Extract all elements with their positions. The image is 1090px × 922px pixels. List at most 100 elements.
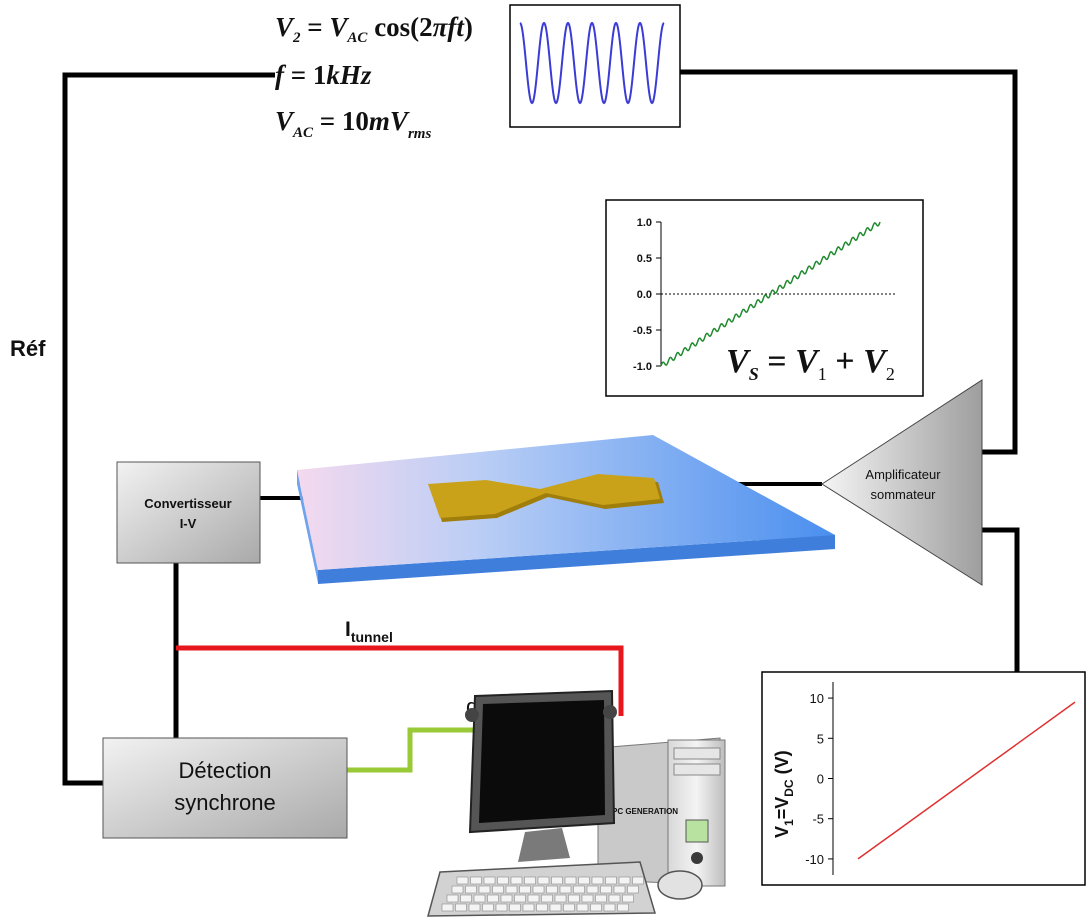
sine-wave xyxy=(519,21,665,105)
keyboard-keys xyxy=(441,876,644,912)
keyboard-key xyxy=(497,876,509,885)
svg-text:V2 = VAC cos(2πft): V2 = VAC cos(2πft) xyxy=(275,12,473,46)
eq-v2-lhs-sub: 2 xyxy=(292,30,301,46)
keyboard-key xyxy=(532,885,545,894)
tower-bay-2 xyxy=(673,763,721,776)
eq-v2-rhs: V xyxy=(329,12,349,42)
keyboard-key xyxy=(465,885,477,894)
oscillator-to-amplifier-wire xyxy=(680,69,1018,455)
eq-vac-eq: = 10 xyxy=(313,106,369,136)
speaker-left-icon xyxy=(465,708,479,722)
speaker-right-icon xyxy=(603,705,617,719)
eq-vs-a: V xyxy=(795,343,820,380)
keyboard-key xyxy=(482,903,494,912)
monitor-stand xyxy=(518,828,570,862)
gold-junction xyxy=(428,474,664,522)
keyboard-key xyxy=(590,903,602,912)
keyboard-key xyxy=(613,885,626,894)
eq-f-eq: = 1 xyxy=(284,60,326,90)
keyboard-key xyxy=(605,876,617,885)
equation-vs: VS = V1 + V2 xyxy=(726,343,895,384)
detection-box: Détection synchrone xyxy=(102,737,348,839)
keyboard-key xyxy=(537,876,550,885)
vdc-chart-tick-label: 10 xyxy=(810,691,824,706)
computer: PC GENERATION xyxy=(427,689,726,917)
eq-v2-func: cos(2 xyxy=(367,12,432,42)
keyboard-key xyxy=(441,903,454,912)
keyboard-key xyxy=(600,885,612,894)
itunnel-wire xyxy=(176,645,624,716)
vdc-chart-tick-label: 0 xyxy=(817,772,824,787)
keyboard-key xyxy=(446,894,459,903)
eq-v2-rhs-sub: AC xyxy=(346,30,368,46)
eq-vs-lhs-sub: S xyxy=(749,364,759,384)
keyboard xyxy=(427,861,656,917)
keyboard-key xyxy=(478,885,491,894)
keyboard-key xyxy=(451,885,464,894)
vs-chart-panel: 1.00.50.0-0.5-1.0 VS = V1 + V2 xyxy=(605,199,924,397)
oscillator-panel xyxy=(509,4,681,128)
keyboard-key xyxy=(522,903,535,912)
keyboard-key xyxy=(578,876,590,885)
eq-vs-plus: + xyxy=(827,343,863,380)
keyboard-key xyxy=(500,894,513,903)
keyboard-key xyxy=(487,894,499,903)
keyboard-key xyxy=(456,876,469,885)
svg-text:f = 1kHz: f = 1kHz xyxy=(275,60,372,90)
keyboard-key xyxy=(554,894,567,903)
keyboard-key xyxy=(460,894,472,903)
vs-chart-y-ticks: 1.00.50.0-0.5-1.0 xyxy=(633,217,661,373)
vdc-chart-y-ticks: 10 5 0 -5 -10 xyxy=(805,691,833,867)
converter-label-line2: I-V xyxy=(180,516,197,531)
keyboard-key xyxy=(470,876,482,885)
eq-vac-unit-sub: rms xyxy=(408,126,432,142)
vs-chart-tick-label: -0.5 xyxy=(633,325,652,337)
substrate xyxy=(297,435,835,584)
vdc-chart-tick-label: -5 xyxy=(812,812,824,827)
itunnel-label: Itunnel xyxy=(345,618,393,645)
ref-label: Réf xyxy=(10,336,46,361)
vdc-chart-panel: 10 5 0 -5 -10 V1=VDC (V) xyxy=(761,671,1086,886)
keyboard-key xyxy=(492,885,504,894)
eq-v2-pi: π xyxy=(433,12,449,42)
keyboard-key xyxy=(617,903,629,912)
eq-v2-eq: = xyxy=(301,12,330,42)
keyboard-key xyxy=(536,903,548,912)
eq-vs-b: V xyxy=(863,343,888,380)
tower-bay-1 xyxy=(673,747,721,760)
vdc-chart-ylabel: V1=VDC (V) xyxy=(772,750,796,838)
keyboard-key xyxy=(559,885,572,894)
eq-f-unit: kHz xyxy=(326,60,372,90)
amplifier: Amplificateur sommateur xyxy=(821,379,983,586)
vs-chart-curve xyxy=(660,221,881,367)
eq-vs-b-sub: 2 xyxy=(886,364,895,384)
keyboard-key xyxy=(563,903,575,912)
vs-chart-tick-label: -1.0 xyxy=(633,361,652,373)
tower-power-panel xyxy=(685,819,709,843)
keyboard-key xyxy=(573,885,585,894)
eq-v2-close: ) xyxy=(464,12,473,42)
detection-label-line2: synchrone xyxy=(174,790,276,815)
keyboard-key xyxy=(473,894,486,903)
substrate-edge xyxy=(297,470,318,583)
keyboard-key xyxy=(632,876,644,885)
keyboard-key xyxy=(527,894,540,903)
eq-v2-arg: ft xyxy=(447,12,465,42)
keyboard-key xyxy=(524,876,536,885)
keyboard-key xyxy=(591,876,604,885)
eq-vs-a-sub: 1 xyxy=(818,364,827,384)
keyboard-key xyxy=(495,903,508,912)
equation-f: f = 1kHz xyxy=(275,60,372,90)
amplifier-label-line2: sommateur xyxy=(870,487,936,502)
keyboard-key xyxy=(586,885,599,894)
vdc-chart-line xyxy=(857,701,1076,860)
vdc-chart-tick-label: -10 xyxy=(805,852,824,867)
keyboard-key xyxy=(627,885,639,894)
eq-vs-eq: = xyxy=(759,343,795,380)
eq-v2-lhs: V xyxy=(275,12,295,42)
ref-wire xyxy=(62,72,275,786)
vdc-chart-tick-label: 5 xyxy=(817,731,824,746)
keyboard-key xyxy=(519,885,531,894)
keyboard-key xyxy=(576,903,589,912)
keyboard-key xyxy=(510,876,523,885)
